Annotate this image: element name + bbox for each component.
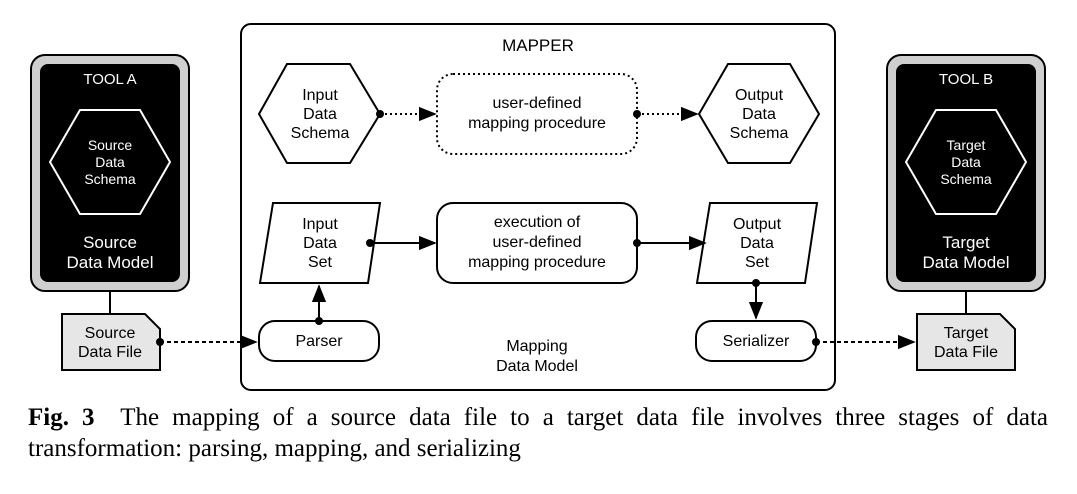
- output-set-line-3: Set: [745, 254, 770, 271]
- exec-proc-line-1: execution of: [494, 214, 581, 231]
- target-schema-hexagon: [904, 109, 1028, 215]
- user-defined-procedure-box: user-defined mapping procedure: [436, 73, 638, 155]
- source-file-line-2: Data File: [78, 344, 142, 361]
- parser-label: Parser: [295, 333, 343, 350]
- dashed-arrow-source-file-to-parser: [156, 334, 258, 350]
- input-schema-hexagon: Input Data Schema: [257, 63, 382, 164]
- user-proc-line-1: user-defined: [493, 95, 582, 112]
- source-file-line-1: Source: [85, 325, 136, 342]
- output-data-set: Output Data Set: [695, 202, 819, 284]
- input-set-line-3: Set: [308, 254, 333, 271]
- dotted-arrow-proc-to-schema: [633, 106, 699, 122]
- output-schema-line-3: Schema: [730, 125, 789, 142]
- input-schema-line-2: Data: [303, 106, 337, 123]
- output-schema-hexagon: Output Data Schema: [697, 63, 821, 164]
- source-model-line-2: Data Model: [67, 253, 154, 272]
- target-model-line-2: Data Model: [923, 253, 1010, 272]
- tool-a-title: TOOL A: [83, 71, 136, 88]
- output-schema-line-2: Data: [742, 106, 776, 123]
- output-schema-line-1: Output: [735, 87, 784, 104]
- source-schema-line-2: Data: [95, 154, 125, 170]
- target-model-line-1: Target: [942, 233, 990, 252]
- source-schema-line-1: Source: [88, 137, 133, 153]
- source-schema-hexagon: [48, 109, 172, 215]
- target-file-line-1: Target: [944, 325, 989, 342]
- tool-b-title: TOOL B: [939, 71, 993, 88]
- input-set-line-2: Data: [303, 235, 337, 252]
- input-schema-line-3: Schema: [291, 125, 350, 142]
- arrow-exec-to-output-set: [633, 235, 707, 251]
- tool-b: TOOL B Target Data Schema Target Data Mo…: [886, 54, 1046, 292]
- exec-proc-line-3: mapping procedure: [468, 254, 606, 271]
- input-data-set: Input Data Set: [258, 202, 382, 284]
- target-file-line-2: Data File: [934, 344, 998, 361]
- target-data-file: Target Data File: [916, 313, 1016, 371]
- mapping-model-line-1: Mapping: [506, 338, 567, 355]
- source-data-file: Source Data File: [61, 313, 161, 371]
- serializer-box: Serializer: [695, 320, 817, 362]
- input-set-line-1: Input: [302, 216, 338, 233]
- target-schema-line-1: Target: [947, 137, 986, 153]
- parser-box: Parser: [258, 320, 380, 362]
- source-model-line-1: Source: [83, 233, 137, 252]
- input-schema-line-1: Input: [302, 87, 338, 104]
- arrow-parser-to-input-set: [311, 284, 327, 325]
- caption-text: The mapping of a source data file to a t…: [28, 404, 1048, 462]
- arrow-input-set-to-exec: [366, 235, 437, 251]
- dotted-arrow-schema-to-proc: [376, 106, 437, 122]
- mapping-model-line-2: Data Model: [496, 358, 578, 375]
- serializer-label: Serializer: [723, 333, 790, 350]
- target-schema-line-3: Schema: [940, 171, 992, 187]
- mapper-title: MAPPER: [502, 36, 574, 55]
- exec-proc-line-2: user-defined: [493, 234, 582, 251]
- output-set-line-2: Data: [740, 235, 774, 252]
- arrow-output-set-to-serializer: [748, 279, 764, 320]
- figure-caption: Fig. 3 The mapping of a source data file…: [28, 402, 1048, 464]
- tool-a: TOOL A Source Data Schema Source Data Mo…: [30, 54, 190, 292]
- user-proc-line-2: mapping procedure: [468, 115, 606, 132]
- execution-procedure-box: execution of user-defined mapping proced…: [436, 202, 638, 284]
- target-schema-line-2: Data: [951, 154, 981, 170]
- output-set-line-1: Output: [733, 216, 782, 233]
- source-schema-line-3: Schema: [84, 171, 136, 187]
- dashed-arrow-serializer-to-target-file: [812, 334, 916, 350]
- figure-label: Fig. 3: [28, 404, 95, 431]
